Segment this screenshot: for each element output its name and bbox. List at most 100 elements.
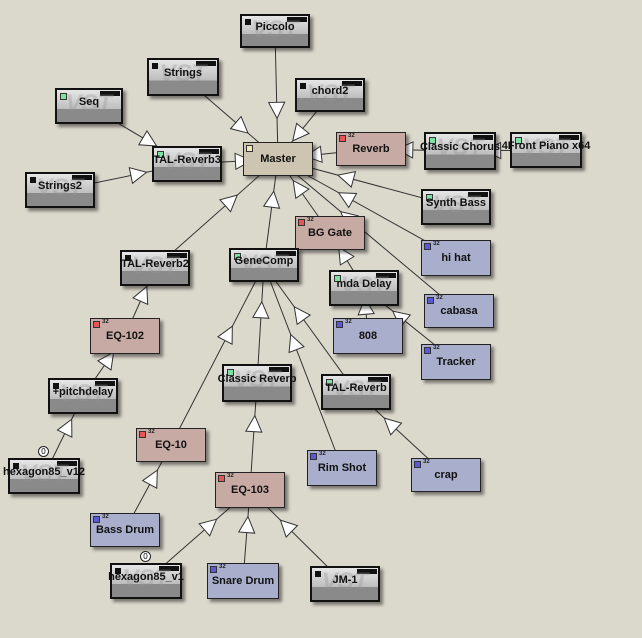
plugin-type-tag <box>468 192 488 197</box>
status-indicator-icon[interactable] <box>210 566 217 573</box>
status-indicator-icon[interactable] <box>310 453 317 460</box>
node-label: JM-1 <box>332 573 358 586</box>
node-label: TAL-Reverb3 <box>153 153 221 166</box>
status-indicator-icon[interactable] <box>298 219 305 226</box>
status-indicator-icon[interactable] <box>218 475 225 482</box>
status-indicator-icon[interactable] <box>139 431 146 438</box>
status-indicator-icon[interactable] <box>157 151 164 158</box>
status-indicator-icon[interactable] <box>227 369 234 376</box>
status-indicator-icon[interactable] <box>115 568 121 574</box>
node-label: EQ-10 <box>155 439 187 451</box>
status-indicator-icon[interactable] <box>93 516 100 523</box>
output-pin[interactable]: 0 <box>140 551 151 562</box>
status-indicator-icon[interactable] <box>300 83 306 89</box>
plugin-type-tag <box>342 81 362 86</box>
node-label: 4Front Piano x64 <box>501 139 591 152</box>
bit-depth-badge: 32 <box>319 451 326 457</box>
status-indicator-icon[interactable] <box>53 383 59 389</box>
plugin-type-tag <box>95 381 115 386</box>
plugin-type-tag <box>368 377 388 382</box>
node-label: cabasa <box>440 305 478 317</box>
status-indicator-icon[interactable] <box>334 275 341 282</box>
node-label: Bass Drum <box>95 524 155 536</box>
bit-depth-badge: 32 <box>227 473 234 479</box>
node-label: Snare Drum <box>211 575 275 587</box>
status-indicator-icon[interactable] <box>414 461 421 468</box>
connection-rimshot-genecomp <box>263 264 343 469</box>
arrow-icon <box>336 170 357 188</box>
node-label: +pitchdelay <box>52 385 114 398</box>
node-pitchdelay[interactable]: VST+pitchdelay <box>48 378 118 414</box>
status-indicator-icon[interactable] <box>424 243 431 250</box>
arrow-icon <box>337 192 358 209</box>
status-indicator-icon[interactable] <box>315 571 321 577</box>
node-label: 808 <box>358 330 378 342</box>
status-indicator-icon[interactable] <box>30 177 36 183</box>
node-label: Strings <box>164 66 202 79</box>
plugin-type-tag <box>473 135 493 140</box>
vst-logo-icon: VST <box>432 191 480 218</box>
bit-depth-badge: 32 <box>433 241 440 247</box>
output-pin[interactable]: 0 <box>38 446 49 457</box>
status-indicator-icon[interactable] <box>93 321 100 328</box>
plugin-type-tag <box>159 566 179 571</box>
status-indicator-icon[interactable] <box>326 379 333 386</box>
status-indicator-icon[interactable] <box>424 347 431 354</box>
status-indicator-icon[interactable] <box>429 137 436 144</box>
status-indicator-icon[interactable] <box>125 255 131 261</box>
connection-cabasa-master <box>277 158 460 312</box>
vst-logo-icon: VST <box>321 568 369 595</box>
status-indicator-icon[interactable] <box>152 63 158 69</box>
arrow-icon <box>237 515 256 534</box>
status-indicator-icon[interactable] <box>234 253 241 260</box>
status-indicator-icon[interactable] <box>336 321 343 328</box>
connection-genecomp-master <box>263 158 279 266</box>
status-indicator-icon[interactable] <box>426 194 433 201</box>
bit-depth-badge: 32 <box>348 133 355 139</box>
status-indicator-icon[interactable] <box>427 297 434 304</box>
plugin-type-tag <box>72 175 92 180</box>
status-indicator-icon[interactable] <box>246 145 253 152</box>
plugin-type-tag <box>269 367 289 372</box>
status-indicator-icon[interactable] <box>245 19 251 25</box>
vst-logo-icon: VST <box>159 60 207 87</box>
status-indicator-icon[interactable] <box>515 137 522 144</box>
status-indicator-icon[interactable] <box>13 463 19 469</box>
connection-piccolo-master <box>274 30 279 160</box>
node-master[interactable]: Master <box>243 142 313 176</box>
status-indicator-icon[interactable] <box>60 93 67 100</box>
plugin-type-tag <box>57 461 77 466</box>
arrow-icon <box>216 325 233 345</box>
status-indicator-icon[interactable] <box>339 135 346 142</box>
